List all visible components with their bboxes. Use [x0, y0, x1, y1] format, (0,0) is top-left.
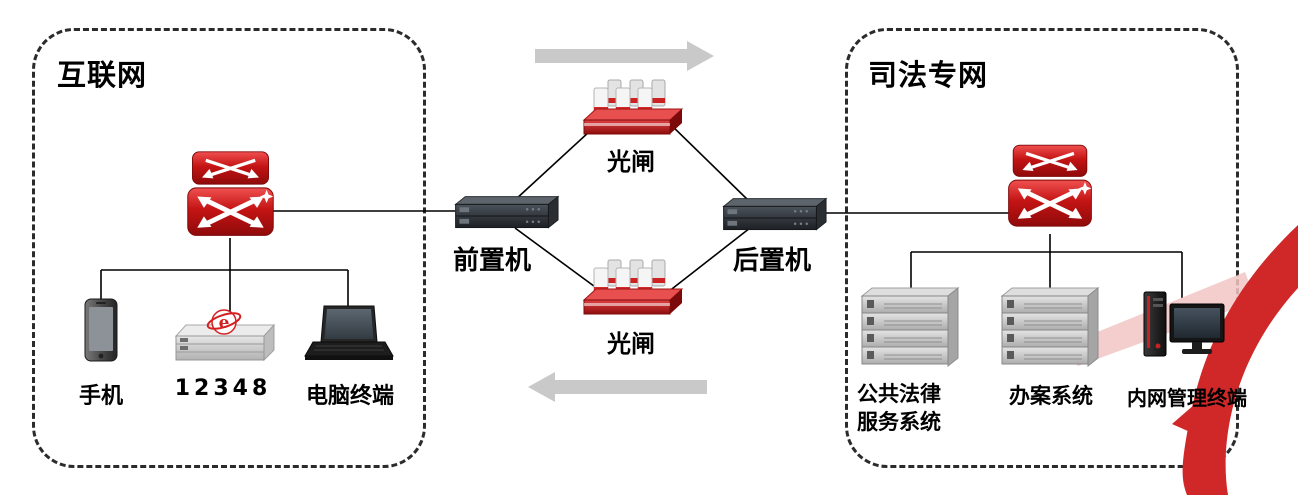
- judicial-zone-label: 司法专网: [868, 58, 989, 92]
- optical-gate-top-label: 光闸: [607, 148, 655, 176]
- internet-zone-border: [32, 28, 426, 468]
- intranet-terminal-icon: [1142, 288, 1226, 368]
- case-system-stack-icon: [994, 282, 1106, 374]
- flow-arrow-right-bar: [535, 49, 687, 63]
- flow-arrow-right-head: [687, 41, 714, 71]
- flow-arrow-left-head: [528, 372, 555, 402]
- hotline-label: 12348: [174, 376, 272, 401]
- pc-terminal-label: 电脑终端: [305, 384, 394, 409]
- back-machine-icon: [712, 196, 828, 238]
- flow-arrow-left-bar: [555, 380, 707, 394]
- front-machine-icon: [444, 194, 560, 236]
- legal-service-label-line1: 公共法律: [857, 382, 941, 406]
- hotline-server-icon: e: [168, 308, 280, 370]
- optical-gate-bottom-icon: [576, 256, 686, 318]
- legal-service-stack-icon: [854, 282, 966, 374]
- optical-gate-bottom-label: 光闸: [607, 330, 655, 358]
- phone-icon: [84, 298, 118, 362]
- case-system-label: 办案系统: [1009, 384, 1093, 408]
- optical-gate-top-icon: [576, 76, 686, 138]
- internet-switch-icon: [183, 148, 278, 243]
- legal-service-label-line2: 服务系统: [857, 410, 941, 435]
- laptop-icon: [302, 304, 396, 366]
- legal-service-label: 公共法律 服务系统: [857, 380, 977, 437]
- intranet-terminal-label: 内网管理终端: [1127, 386, 1247, 410]
- internet-zone-label: 互联网: [57, 58, 148, 92]
- back-machine-label: 后置机: [732, 246, 811, 276]
- phone-label: 手机: [78, 384, 123, 409]
- front-machine-label: 前置机: [452, 246, 531, 276]
- svg-text:e: e: [219, 313, 230, 333]
- judicial-switch-icon: [1004, 140, 1096, 235]
